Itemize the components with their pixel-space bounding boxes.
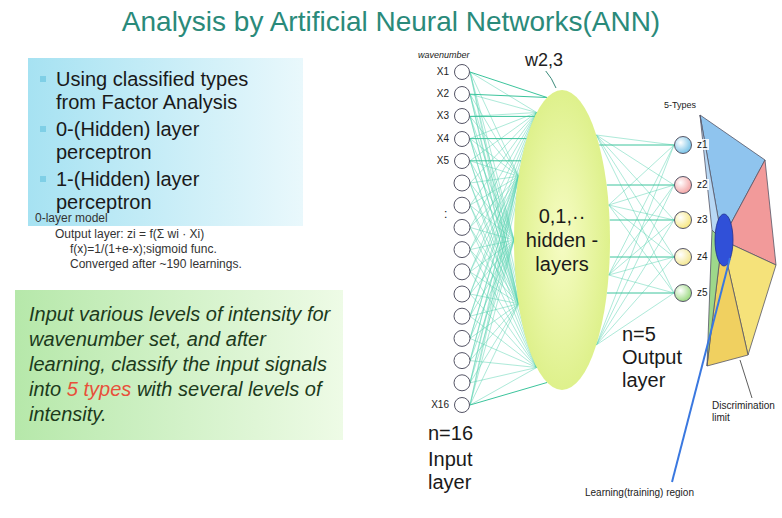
weight-line xyxy=(470,176,519,294)
weight-connector xyxy=(470,94,547,97)
bullet-text: Using classified types from Factor Analy… xyxy=(56,68,248,113)
weight-connector xyxy=(607,293,674,294)
hidden-layers-text: 0,1,·· hidden -layers xyxy=(519,204,605,276)
input-neuron xyxy=(454,219,470,235)
weight-line xyxy=(470,304,519,405)
weight-line xyxy=(470,176,519,383)
note-text: 5 types xyxy=(67,378,131,400)
output-neuron: z1 xyxy=(674,136,692,154)
diagram-label: n=16 xyxy=(428,422,473,445)
input-neuron: X4 xyxy=(454,131,470,147)
input-neuron xyxy=(454,264,470,280)
bullet-mark xyxy=(40,76,46,82)
input-neuron xyxy=(454,330,470,346)
weight-connector xyxy=(470,160,521,161)
bullet-text: 1-(Hidden) layer perceptron xyxy=(56,168,199,213)
weight-line xyxy=(470,176,519,249)
neuron-label: X5 xyxy=(436,155,450,166)
diagram-label: : xyxy=(444,208,447,222)
diagram-label: 5-Types xyxy=(664,100,696,110)
diagram-label: Input layer xyxy=(428,448,498,494)
weight-line xyxy=(470,368,537,383)
weight-connector xyxy=(470,383,547,406)
weight-connector xyxy=(610,220,674,221)
neuron-label: X16 xyxy=(430,399,450,410)
diagram-label: Learning(training) region xyxy=(585,487,694,499)
neuron-label: z2 xyxy=(696,179,709,190)
neuron-label: X3 xyxy=(436,110,450,121)
output-neuron: z3 xyxy=(674,211,692,229)
bullet-item: 1-(Hidden) layer perceptron xyxy=(40,168,293,214)
weight-line xyxy=(596,293,674,345)
weight-connector xyxy=(599,145,674,146)
weight-line xyxy=(470,176,519,405)
weight-line xyxy=(609,145,674,205)
diagram-label: n=5 xyxy=(622,323,656,346)
bullet-item: 0-(Hidden) layer perceptron xyxy=(40,118,293,164)
weight-line xyxy=(609,145,674,275)
diagram-label: Converged after ~190 learnings. xyxy=(70,258,242,272)
neuron-label: z3 xyxy=(696,214,709,225)
weight-connector xyxy=(607,185,674,186)
input-neuron xyxy=(454,175,470,191)
diagram-label: f(x)=1/(1+e-x);sigmoid func. xyxy=(70,243,217,257)
note-box: Input various levels of intensity for wa… xyxy=(15,290,343,440)
input-neuron xyxy=(454,375,470,391)
weight-line xyxy=(470,116,519,176)
bullet-text: 0-(Hidden) layer perceptron xyxy=(56,118,199,163)
note-paragraph: Input various levels of intensity for wa… xyxy=(29,302,331,427)
diagram-label: Output layer xyxy=(622,346,692,392)
bullet-mark xyxy=(40,176,46,182)
input-neuron xyxy=(454,286,470,302)
weight-connector xyxy=(470,72,547,98)
weight-line xyxy=(470,72,537,113)
bullet-item: Using classified types from Factor Analy… xyxy=(40,68,293,114)
weight-connector xyxy=(610,257,674,258)
input-neuron xyxy=(454,242,470,258)
input-neuron: X3 xyxy=(454,108,470,124)
hidden-layers-ellipse: 0,1,·· hidden -layers xyxy=(514,90,610,390)
weight-line xyxy=(470,240,514,383)
weight-connector xyxy=(470,138,527,139)
input-neuron: X5 xyxy=(454,153,470,169)
weight-line xyxy=(596,135,674,145)
weight-line xyxy=(609,257,674,275)
weight-line xyxy=(609,205,674,293)
neuron-label: z4 xyxy=(696,251,709,262)
output-neuron: z5 xyxy=(674,284,692,302)
input-neuron xyxy=(454,308,470,324)
diagram-label: 0-layer model xyxy=(35,212,108,226)
weight-line xyxy=(470,113,537,117)
input-neuron: X16 xyxy=(454,397,470,413)
weight-line xyxy=(609,275,674,293)
input-neuron: X1 xyxy=(454,64,470,80)
weight-line xyxy=(470,176,519,360)
neuron-label: X2 xyxy=(436,88,450,99)
weight-line xyxy=(470,240,514,405)
weight-line xyxy=(470,176,519,227)
bullet-mark xyxy=(40,126,46,132)
neuron-label: z5 xyxy=(696,287,709,298)
input-neuron: X2 xyxy=(454,86,470,102)
neuron-label: X4 xyxy=(436,133,450,144)
diagram-label: wavenumber xyxy=(418,50,470,60)
neuron-label: X1 xyxy=(436,66,450,77)
title: Analysis by Artificial Neural Networks(A… xyxy=(0,6,782,38)
weight-line xyxy=(470,368,537,406)
weight-line xyxy=(609,185,674,205)
weight-line xyxy=(609,185,674,275)
input-neuron xyxy=(454,353,470,369)
weight-connector xyxy=(470,116,535,117)
diagram-label: w2,3 xyxy=(523,50,565,71)
diagram-label: Output layer: zi = f(Σ wi · Xi) xyxy=(55,228,204,242)
output-neuron: z2 xyxy=(674,176,692,194)
input-neurons xyxy=(454,175,470,391)
neuron-label: z1 xyxy=(696,139,709,150)
input-neuron xyxy=(454,197,470,213)
output-neuron: z4 xyxy=(674,248,692,266)
bullet-box: Using classified types from Factor Analy… xyxy=(28,58,303,226)
weight-line xyxy=(609,220,674,275)
diagram-label: Discrimination limit xyxy=(712,400,778,423)
